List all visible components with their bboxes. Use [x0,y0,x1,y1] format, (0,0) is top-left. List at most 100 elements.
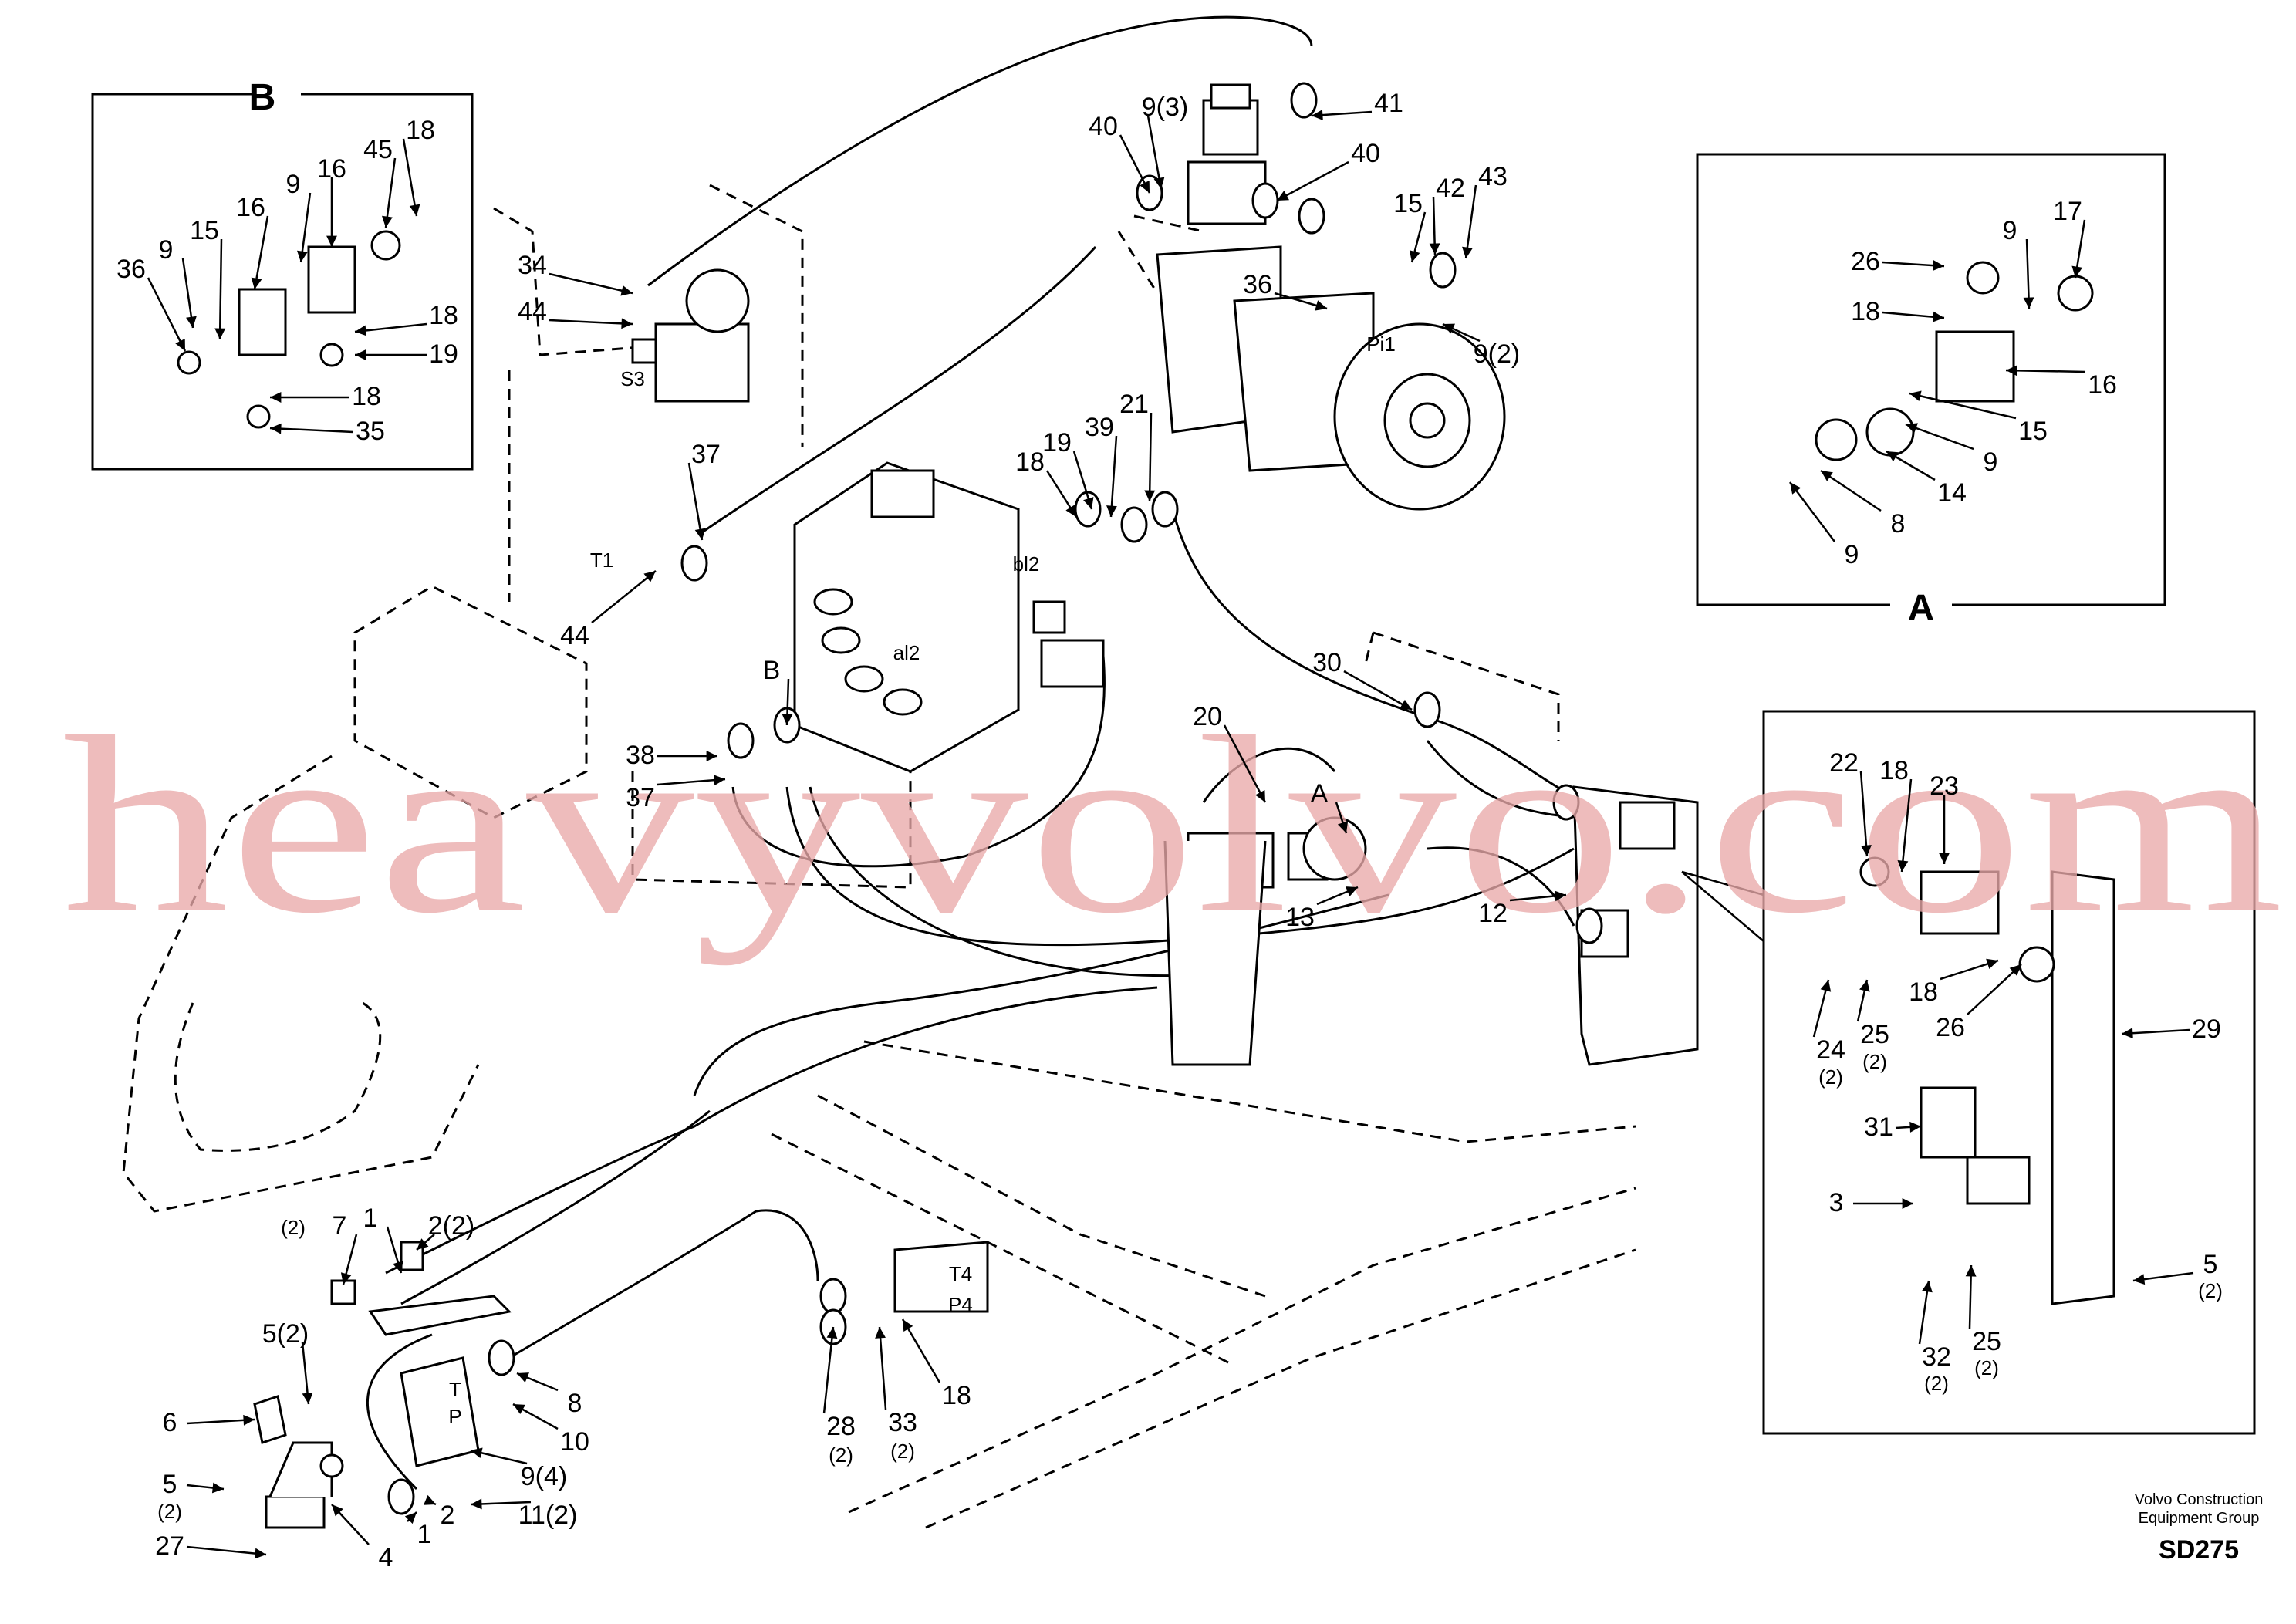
callout-50: 44 [518,297,547,326]
leader-line-49 [549,272,633,295]
callout-12: 26 [1851,247,1880,276]
leader-line-50 [549,319,633,326]
callout-74: 4 [379,1543,393,1572]
leader-arrowhead-77 [517,1372,529,1383]
leader-line-43 [1276,160,1349,202]
callout-9: 19 [429,339,458,369]
port-label-8: P4 [948,1293,973,1316]
leader-arrowhead-70 [243,1414,255,1426]
leader-arrowhead-26 [2009,964,2021,976]
leader-line-56 [1148,412,1153,502]
callout-66: 7 [333,1211,347,1241]
callout-47: 36 [1243,270,1272,299]
callout-59: 37 [626,783,655,812]
callout-29: 25 [1860,1020,1889,1049]
machine-frame-outline [122,184,1636,1529]
leader-line-20 [1820,469,1882,512]
leader-line-7 [402,138,418,217]
callout-79: 9(4) [521,1462,567,1491]
leader-arrowhead-3 [251,277,262,289]
leader-arrowhead-44 [1409,250,1420,262]
leader-arrowhead-57 [782,714,793,725]
callout-8: 18 [429,301,458,330]
leader-arrowhead-29 [1859,980,1870,992]
leader-arrowhead-11 [270,423,282,434]
leader-arrowhead-32 [1909,1121,1921,1133]
leader-arrowhead-24 [1939,853,1950,864]
callout-55: 39 [1085,413,1114,442]
leader-line-31 [2121,1028,2190,1035]
company-line-2: Equipment Group [2139,1510,2260,1527]
leader-arrowhead-73 [254,1548,266,1559]
leader-arrowhead-67 [393,1261,403,1273]
leader-line-81 [822,1326,835,1414]
leader-arrowhead-36 [1965,1265,1977,1277]
callout-16: 16 [2088,370,2117,400]
callout-68: 2(2) [428,1211,474,1241]
leader-arrowhead-21 [1790,482,1801,495]
leader-arrowhead-31 [2122,1028,2133,1039]
leader-arrowhead-6 [382,215,393,228]
callout-53: 18 [1015,447,1045,477]
callout-71: 5 [163,1470,177,1499]
leader-arrowhead-58 [706,751,718,761]
callout-81: 28 [826,1412,856,1441]
leader-arrowhead-40 [1312,110,1323,121]
leader-arrowhead-81 [826,1327,838,1339]
leader-arrowhead-51 [694,528,706,540]
leader-line-73 [186,1545,267,1556]
callout-62: A [1311,779,1329,809]
callout-80: 11(2) [518,1501,578,1530]
callout-39: (2) [2198,1279,2223,1302]
leader-arrowhead-27 [1820,980,1832,992]
callout-15: 18 [1851,297,1880,326]
leader-line-83 [878,1326,887,1410]
leader-line-16 [2005,369,2086,373]
leader-line-6 [384,157,397,228]
leader-line-1 [181,258,194,329]
leader-arrowhead-22 [1861,845,1872,856]
port-label-1: T1 [590,549,613,572]
callout-43: 40 [1351,139,1380,168]
leader-arrowhead-80 [471,1498,482,1510]
callout-22: 22 [1829,748,1859,778]
callout-23: 18 [1879,756,1909,785]
detail-b-frame [91,93,474,471]
leader-arrowhead-74 [332,1504,343,1517]
callout-76: 2 [441,1501,455,1530]
leader-arrowhead-9 [355,349,366,360]
callout-10: 18 [352,382,381,411]
callout-24: 23 [1930,771,1959,801]
callout-78: 10 [560,1427,589,1457]
port-label-6: P [448,1405,461,1428]
callout-31: 29 [2192,1015,2221,1044]
leader-line-51 [687,462,704,541]
leader-arrowhead-56 [1144,490,1156,501]
leader-arrowhead-12 [1933,260,1944,272]
leader-arrowhead-14 [2071,265,2083,278]
leader-line-52 [591,570,657,623]
leader-arrowhead-7 [409,204,420,216]
leader-line-8 [354,322,427,333]
callout-85: 18 [942,1381,971,1410]
leader-arrowhead-62 [1337,821,1349,833]
leader-arrowhead-53 [1065,505,1076,517]
leader-arrowhead-34 [1922,1281,1933,1293]
callout-48: 9(2) [1474,339,1520,369]
callout-40: 41 [1374,89,1403,118]
callout-56: 21 [1119,390,1149,419]
leader-arrowhead-78 [513,1404,525,1415]
callout-42: 40 [1089,112,1118,141]
leader-line-85 [901,1318,941,1383]
leader-line-61 [1223,724,1267,803]
leader-line-59 [657,778,726,786]
callout-32: 31 [1864,1112,1893,1142]
callout-13: 9 [2003,216,2017,245]
port-label-2: Pi1 [1366,333,1396,356]
bracket-detail-frame [1681,710,2256,1435]
leader-line-13 [2025,238,2031,309]
callout-28: (2) [1818,1065,1843,1089]
callout-46: 43 [1478,162,1508,191]
